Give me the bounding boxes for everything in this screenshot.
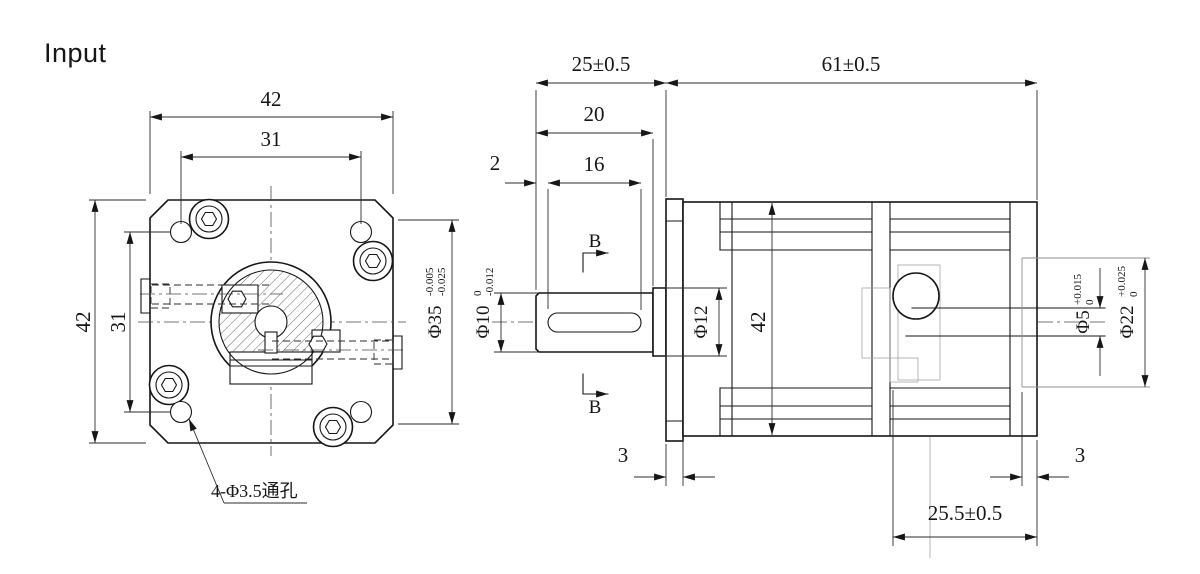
section-set-screw: [308, 335, 328, 353]
dim-rear-span: 25.5±0.5: [892, 390, 1038, 546]
dim-keyway-length: 16: [547, 152, 642, 310]
dim-tip-to-keyway: 2: [490, 151, 536, 187]
dia-label: Φ10: [473, 306, 494, 339]
mount-hole: [349, 400, 373, 424]
internal-bore-circle: [892, 272, 940, 320]
right-side-tab: [392, 335, 403, 370]
section-set-screw: [227, 290, 247, 308]
central-gear-section: [210, 261, 341, 385]
dim-label: 25.5±0.5: [928, 501, 1003, 525]
dim-shaft-length: 20: [536, 102, 654, 286]
dim-label: 42: [71, 312, 95, 333]
dim-collar-diameter: Φ12: [655, 287, 727, 357]
dia-label: Φ5: [1073, 310, 1094, 333]
cap-screw: [312, 406, 354, 448]
section-marker-top: B: [582, 231, 609, 273]
mount-hole: [169, 400, 193, 424]
dia-label: Φ22: [1117, 306, 1138, 339]
dim-front-height-outer: 42: [71, 199, 146, 444]
dim-shaft-diameter: Φ10 0 -0.012: [472, 268, 539, 353]
section-label: B: [589, 231, 602, 252]
dia-label: Φ35: [425, 306, 446, 339]
cap-screw: [352, 240, 394, 282]
dim-rear-hole-diameter: Φ5 +0.015 0: [1072, 268, 1104, 376]
hidden-side-holes: [140, 278, 404, 370]
dim-rear-recess-diameter: Φ22 +0.025 0: [1116, 258, 1149, 387]
boss-inner-circle: [218, 269, 324, 375]
dim-rear-recess-depth: 3: [990, 392, 1085, 486]
view-title: Input: [44, 38, 107, 68]
gear-key-bar: [229, 351, 313, 385]
dim-label: 25±0.5: [572, 52, 631, 76]
gearbox-body: [682, 201, 1038, 437]
holes-note-label: 4-Φ3.5通孔: [211, 481, 298, 501]
dim-boss-diameter: Φ35 -0.005 -0.025: [398, 219, 459, 425]
dim-body-length: 61±0.5: [666, 52, 1038, 200]
tol-upper: +0.025: [1116, 266, 1128, 297]
left-side-tab: [140, 278, 151, 314]
tol-lower: -0.025: [436, 267, 448, 296]
tol-upper: 0: [472, 290, 484, 296]
dim-front-plate-thickness: 3: [618, 440, 715, 486]
tol-upper: +0.015: [1072, 274, 1084, 305]
dim-label: 42: [746, 312, 770, 333]
dim-label: 42: [261, 87, 282, 111]
dim-label: 3: [618, 443, 629, 467]
holes-callout: 4-Φ3.5通孔: [188, 418, 307, 504]
internal-features: [861, 257, 1150, 558]
cap-screw: [148, 364, 190, 406]
dim-label: 61±0.5: [822, 52, 881, 76]
cap-screw: [188, 198, 230, 240]
front-view: 42 31 42 31: [71, 87, 459, 504]
section-label: B: [589, 397, 602, 418]
dim-label: 31: [261, 127, 282, 151]
mount-hole: [349, 220, 373, 244]
dim-front-height-inner: 31: [106, 231, 170, 413]
center-keyway-slot: [264, 331, 278, 354]
dim-label: 3: [1075, 443, 1086, 467]
dim-label: 31: [106, 312, 130, 333]
tol-lower: 0: [1128, 291, 1140, 297]
front-plate: [665, 198, 684, 442]
dim-front-width-outer: 42: [149, 87, 394, 194]
tol-lower: 0: [1084, 299, 1096, 305]
mount-hole: [169, 220, 193, 244]
dim-label: 20: [584, 102, 605, 126]
dim-label: 16: [584, 152, 605, 176]
shaft-keyway: [547, 312, 642, 333]
dim-label: 2: [490, 151, 501, 175]
section-marker-bottom: B: [582, 373, 609, 418]
dia-label: Φ12: [691, 306, 712, 339]
dim-front-width-inner: 31: [180, 127, 362, 224]
tol-upper: -0.005: [424, 267, 436, 296]
shaft-collar: [652, 287, 667, 357]
side-view: B B 25±0.5 61±0.5 20 1: [472, 52, 1150, 558]
dim-body-height: 42: [746, 203, 776, 435]
dim-shaft-protrusion: 25±0.5: [535, 52, 667, 290]
tol-lower: -0.012: [484, 268, 496, 296]
